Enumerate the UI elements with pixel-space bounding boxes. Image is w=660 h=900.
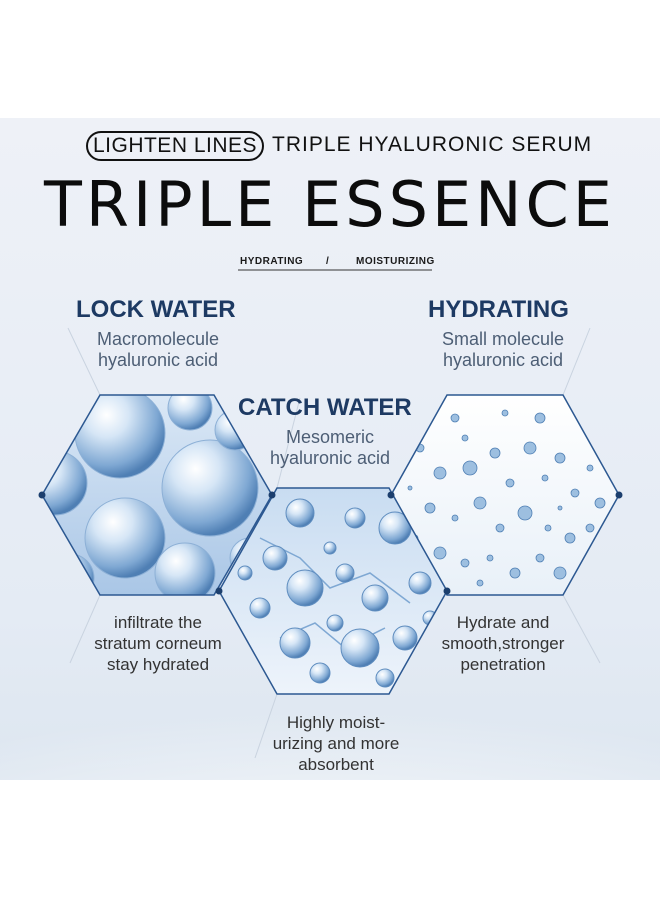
tag-moisturizing: MOISTURIZING	[356, 256, 435, 267]
lock-water-heading: LOCK WATER	[76, 296, 236, 323]
tag-separator: /	[326, 256, 330, 267]
tag-hydrating: HYDRATING	[240, 256, 304, 267]
hydrating-heading: HYDRATING	[428, 296, 569, 323]
lighten-lines-badge: LIGHTEN LINES	[86, 131, 264, 161]
product-banner: LIGHTEN LINES TRIPLE HYALURONIC SERUM TR…	[0, 118, 660, 780]
badge-label: LIGHTEN LINES	[92, 134, 258, 157]
page-title: TRIPLE ESSENCE	[44, 168, 616, 241]
hexagon-artwork	[0, 269, 660, 780]
product-subtitle: TRIPLE HYALURONIC SERUM	[272, 133, 593, 156]
catch-water-heading: CATCH WATER	[238, 394, 412, 421]
